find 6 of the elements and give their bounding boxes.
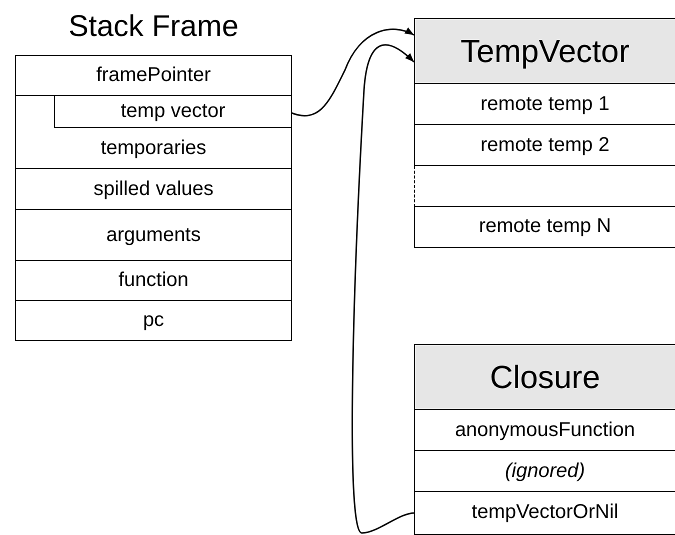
arrow — [352, 44, 416, 534]
table-header: Closure — [415, 345, 675, 410]
arrow — [290, 28, 414, 116]
field-cell: temp vector — [54, 96, 291, 128]
table-title: Stack Frame — [67, 12, 240, 42]
table-header: TempVector — [415, 19, 675, 84]
